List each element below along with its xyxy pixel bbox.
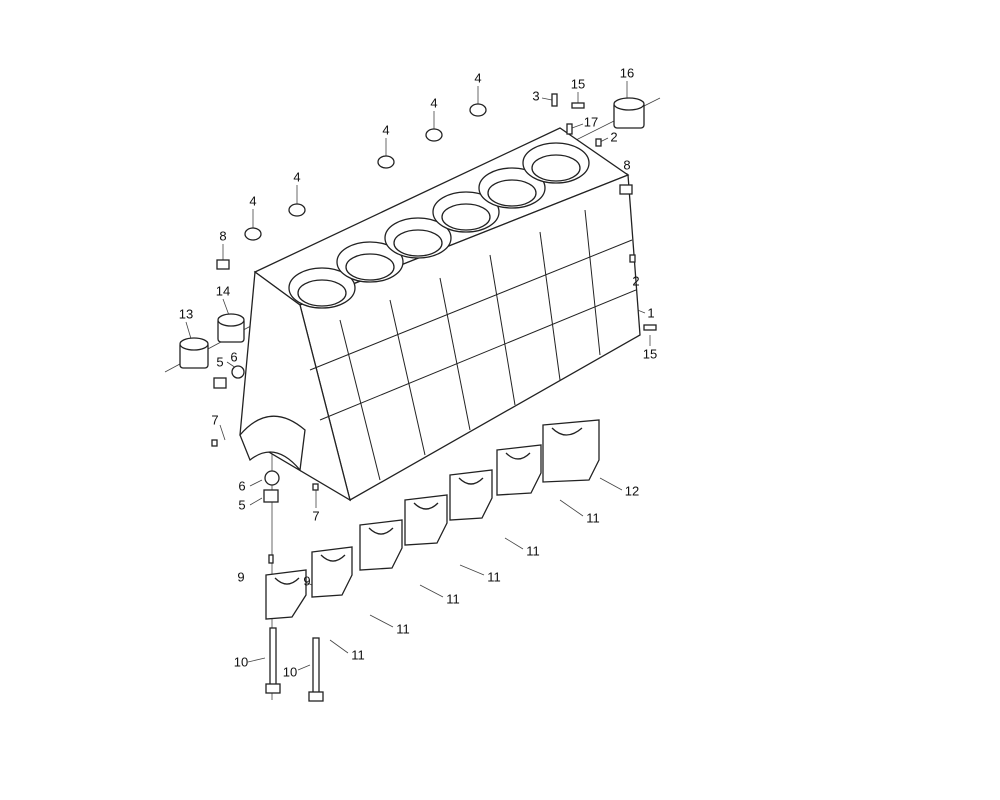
block-ribs xyxy=(309,209,637,481)
callout-2: 2 xyxy=(610,129,618,145)
bearing-cap-7 xyxy=(542,419,600,483)
callout-10: 10 xyxy=(233,654,249,670)
callout-17: 17 xyxy=(583,114,599,130)
callout-5: 5 xyxy=(216,354,224,370)
callout-9: 9 xyxy=(303,573,311,589)
bearing-cap-5 xyxy=(449,469,493,521)
callout-6: 6 xyxy=(238,478,246,494)
callout-11: 11 xyxy=(487,569,501,585)
callout-15: 15 xyxy=(642,346,658,362)
bushing-14 xyxy=(217,313,245,343)
callout-11: 11 xyxy=(526,543,540,559)
dowel-9a xyxy=(268,554,274,564)
plug-8b xyxy=(216,259,230,270)
callout-9: 9 xyxy=(237,569,245,585)
cylinder-block xyxy=(239,127,641,502)
bearing-cap-2 xyxy=(311,546,353,598)
pin-15b xyxy=(643,324,657,331)
plug-5b xyxy=(263,489,279,503)
callout-14: 14 xyxy=(215,283,231,299)
dowel-3 xyxy=(551,93,558,107)
bolt-10a xyxy=(265,627,281,694)
pin-7b xyxy=(312,483,319,491)
main-bearing-caps xyxy=(265,419,600,620)
pin-15 xyxy=(571,102,585,109)
callout-15: 15 xyxy=(570,76,586,92)
callout-12: 12 xyxy=(624,483,640,499)
bearing-cap-1 xyxy=(265,569,307,620)
callout-3: 3 xyxy=(532,88,540,104)
callout-4: 4 xyxy=(382,122,390,138)
callout-7: 7 xyxy=(211,412,219,428)
callout-8: 8 xyxy=(623,157,631,173)
washer-6b xyxy=(264,470,280,486)
bushings xyxy=(179,97,645,369)
callout-6: 6 xyxy=(230,349,238,365)
callout-8: 8 xyxy=(219,228,227,244)
dowel-2 xyxy=(595,138,602,147)
callout-11: 11 xyxy=(446,591,460,607)
callout-11: 11 xyxy=(396,621,410,637)
core-plugs xyxy=(244,103,487,241)
dowel-2b xyxy=(629,254,636,263)
pin-7a xyxy=(211,439,218,447)
plug-8a xyxy=(619,184,633,195)
callout-16: 16 xyxy=(619,65,635,81)
small-parts xyxy=(211,93,657,564)
plug-5a xyxy=(213,377,227,389)
callout-11: 11 xyxy=(586,510,600,526)
callout-4: 4 xyxy=(293,169,301,185)
callout-5: 5 xyxy=(238,497,246,513)
callout-7: 7 xyxy=(312,508,320,524)
callout-4: 4 xyxy=(249,193,257,209)
callout-2: 2 xyxy=(632,273,640,289)
bolt-10b xyxy=(308,637,324,702)
bushing-16 xyxy=(613,97,645,129)
bushing-13 xyxy=(179,337,209,369)
callout-11: 11 xyxy=(351,647,365,663)
callout-4: 4 xyxy=(430,95,438,111)
cap-bolts xyxy=(265,627,324,702)
dowel-17 xyxy=(566,123,573,135)
bearing-cap-3 xyxy=(359,519,403,571)
callout-4: 4 xyxy=(474,70,482,86)
callout-10: 10 xyxy=(282,664,298,680)
washer-6a xyxy=(231,365,245,379)
callout-1: 1 xyxy=(647,305,655,321)
bearing-cap-6 xyxy=(496,444,542,496)
cylinder-bores xyxy=(288,142,590,309)
bearing-cap-4 xyxy=(404,494,448,546)
callout-13: 13 xyxy=(178,306,194,322)
rear-main-bearing-saddle xyxy=(239,415,306,472)
